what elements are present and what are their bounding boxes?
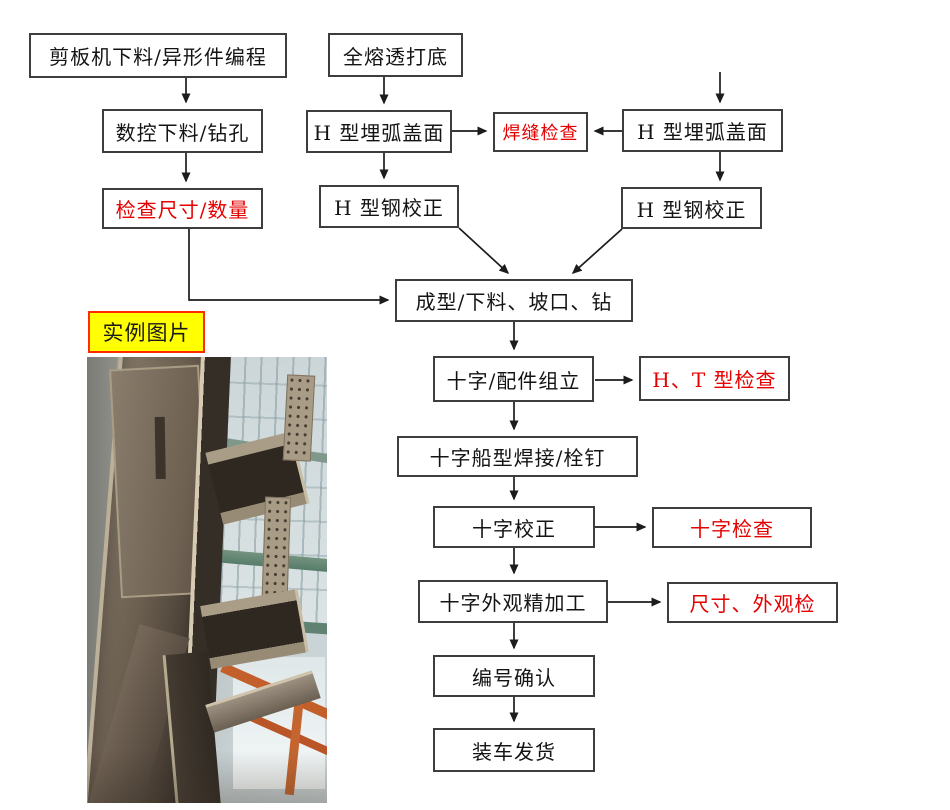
photo-shadow — [87, 751, 327, 803]
node-h-correction-left: H 型钢校正 — [319, 185, 459, 228]
flow-arrow — [571, 228, 623, 275]
flow-arrow — [458, 227, 510, 275]
node-h-saw-cover-right: H 型埋弧盖面 — [622, 109, 783, 152]
photo-perforated-plate — [282, 374, 316, 462]
node-size-appearance-check: 尺寸、外观检 — [667, 582, 838, 623]
node-cnc-cutting: 数控下料/钻孔 — [102, 109, 263, 153]
node-full-penetration: 全熔透打底 — [328, 33, 463, 77]
flow-arrow — [188, 229, 390, 305]
node-shear-programming: 剪板机下料/异形件编程 — [29, 33, 287, 78]
node-load-ship: 装车发货 — [433, 728, 595, 772]
example-photo — [87, 357, 327, 803]
example-photo-label: 实例图片 — [88, 311, 205, 353]
node-check-size-qty: 检查尺寸/数量 — [102, 188, 263, 229]
node-cross-finishing: 十字外观精加工 — [418, 580, 608, 623]
node-weld-inspection: 焊缝检查 — [493, 112, 588, 152]
node-numbering-confirm: 编号确认 — [433, 655, 595, 697]
node-cross-welding: 十字船型焊接/栓钉 — [397, 436, 638, 477]
node-cross-correction: 十字校正 — [433, 506, 595, 548]
node-ht-inspection: H、T 型检查 — [639, 356, 790, 401]
node-forming: 成型/下料、坡口、钻 — [395, 279, 633, 322]
node-h-saw-cover-left: H 型埋弧盖面 — [306, 110, 452, 153]
node-cross-inspection: 十字检查 — [652, 507, 812, 548]
node-h-correction-right: H 型钢校正 — [621, 187, 762, 229]
node-cross-assembly: 十字/配件组立 — [433, 356, 594, 402]
